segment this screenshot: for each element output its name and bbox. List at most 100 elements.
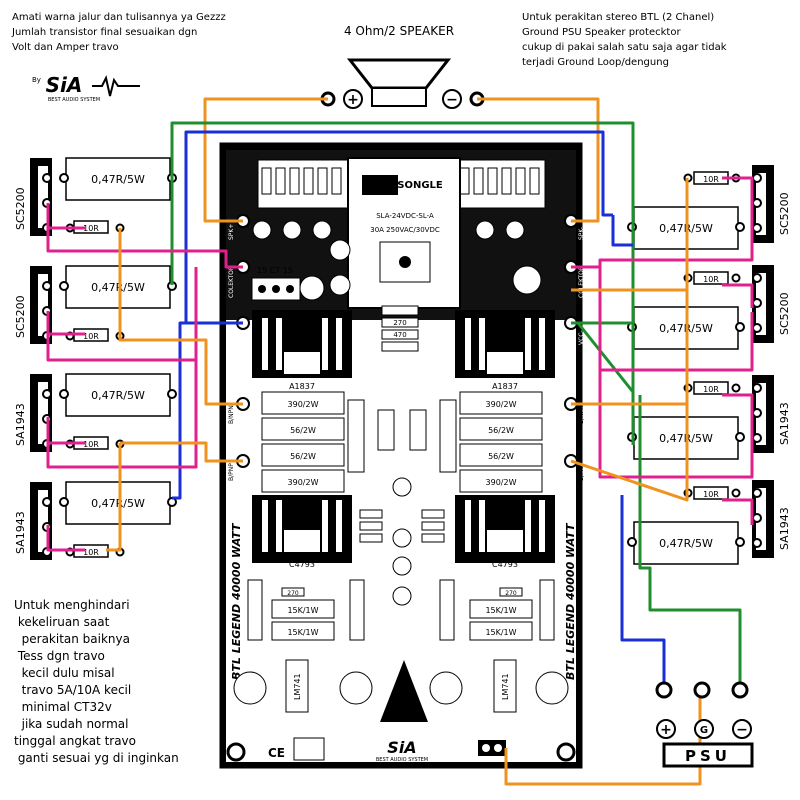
- left-module-4: SA1943 0,47R/5W 10R: [14, 481, 177, 560]
- wire-pink-right-7: [598, 370, 754, 479]
- res-270-top: 270: [393, 319, 406, 327]
- heatsink-bottom-left-label: C4793: [289, 560, 315, 569]
- res-15k-l2: 15K/1W: [287, 628, 318, 637]
- term-right-bnpn: B/NPN: [578, 405, 585, 424]
- res-15k-r2: 15K/1W: [485, 628, 516, 637]
- base-resistor: [693, 271, 729, 285]
- base-resistor-label: 10R: [703, 490, 719, 499]
- psu-ground-sign: G: [700, 725, 708, 736]
- res-390-r1: 390/2W: [486, 400, 517, 409]
- wire-green-left: [170, 121, 635, 445]
- right-transistor-label: SA1943: [778, 402, 791, 445]
- wire-blue-psu: [620, 495, 666, 688]
- wire-pink-right-1: [571, 197, 754, 269]
- speaker-symbol: 4 Ohm/2 SPEAKER + −: [320, 24, 485, 109]
- heatsink-top-right-label: A1837: [492, 382, 518, 391]
- term-left-bpnp: B/PNP: [228, 463, 235, 481]
- wire-pink-left-4: [46, 267, 198, 362]
- res-270-br: 270: [505, 590, 517, 597]
- speaker-plus-sign: +: [347, 92, 359, 108]
- pcb-board: SONGLE SLA-24VDC-SL-A 30A 250VAC/30VDC 1…: [219, 142, 585, 776]
- wire-orange-spk-minus: [477, 97, 600, 223]
- res-390-l2: 390/2W: [288, 478, 319, 487]
- wire-green-right-down: [638, 395, 742, 688]
- brand-logo: By SiA BEST AUDIO SYSTEM: [32, 73, 140, 103]
- ic-left-label: LM741: [293, 673, 302, 700]
- left-transistor-label: SA1943: [14, 403, 27, 446]
- right-transistor-label: SC5200: [778, 192, 791, 235]
- res-56-r2: 56/2W: [488, 452, 514, 461]
- wire-blue-right-down: [611, 215, 633, 247]
- psu-minus-sign: −: [736, 722, 748, 738]
- logo-subtitle: BEST AUDIO SYSTEM: [48, 97, 100, 103]
- base-resistor-label: 10R: [83, 548, 99, 557]
- wire-pink-right-3: [722, 283, 754, 308]
- speaker-minus-sign: −: [446, 92, 458, 108]
- right-transistor-label: SA1943: [778, 507, 791, 550]
- base-resistor: [693, 381, 729, 395]
- left-transistor-label: SC5200: [14, 187, 27, 230]
- wire-pink-right-4: [722, 393, 754, 418]
- wire-orange-right-base3: [570, 395, 689, 502]
- relay-rating: 30A 250VAC/30VDC: [370, 226, 440, 234]
- logo-by: By: [32, 76, 41, 84]
- base-resistor-label: 10R: [703, 275, 719, 284]
- res-15k-r1: 15K/1W: [485, 606, 516, 615]
- res-15k-l1: 15K/1W: [287, 606, 318, 615]
- res-470-top: 470: [393, 331, 406, 339]
- res-56-l1: 56/2W: [290, 426, 316, 435]
- wire-blue-top: [172, 321, 243, 500]
- power-resistor-label: 0,47R/5W: [91, 497, 145, 510]
- note-bottom-left: Untuk menghindari kekeliruan saat peraki…: [14, 598, 179, 765]
- left-transistor-label: SA1943: [14, 511, 27, 554]
- right-transistor-label: SC5200: [778, 292, 791, 335]
- board-title-left: BTL LEGEND 40000 WATT: [230, 522, 243, 680]
- wire-pink-right-6: [598, 267, 754, 372]
- left-module-1: SC5200 0,47R/5W 10R: [14, 157, 177, 236]
- wire-pink-right-2: [722, 176, 754, 197]
- res-56-r1: 56/2W: [488, 426, 514, 435]
- heatsink-bottom-right: C4793: [455, 495, 555, 569]
- base-resistor-label: 10R: [703, 385, 719, 394]
- board-logo: SiA BEST AUDIO SYSTEM: [376, 738, 428, 763]
- psu-terminal-ground: [693, 681, 711, 699]
- note-top-right: Untuk perakitan stereo BTL (2 Chanel) Gr…: [522, 12, 727, 68]
- board-logo-brand: SiA: [387, 738, 416, 757]
- term-left-bnpn: B/NPN: [228, 405, 235, 424]
- heatsink-top-right: A1837: [455, 310, 555, 391]
- term-right-spk: SPK-: [578, 227, 585, 240]
- base-resistor-label: 10R: [83, 224, 99, 233]
- note-top-left: Amati warna jalur dan tulisannya ya Gezz…: [12, 12, 226, 53]
- res-390-r2: 390/2W: [486, 478, 517, 487]
- wire-pink-left-2: [46, 228, 243, 269]
- relay: SONGLE SLA-24VDC-SL-A 30A 250VAC/30VDC: [347, 157, 461, 309]
- heatsink-top-left-label: A1837: [289, 382, 315, 391]
- res-390-l1: 390/2W: [288, 400, 319, 409]
- psu-block: + G − PSU: [655, 681, 754, 768]
- base-resistor-label: 10R: [703, 175, 719, 184]
- psu-label: PSU: [685, 747, 731, 765]
- power-resistor-label: 0,47R/5W: [659, 537, 713, 550]
- left-transistor-label: SC5200: [14, 295, 27, 338]
- input-label: INPUT: [299, 768, 321, 776]
- power-resistor-label: 0,47R/5W: [91, 173, 145, 186]
- right-transistor-modules: SC520010R0,47R/5WSC520010R0,47R/5WSA1943…: [627, 165, 791, 565]
- wire-pink-left-6: [46, 360, 198, 469]
- speaker-plus-terminal: [343, 89, 363, 109]
- wire-orange-left-base3: [120, 441, 243, 463]
- base-resistor-label: 10R: [83, 332, 99, 341]
- power-resistor-label: 0,47R/5W: [91, 281, 145, 294]
- res-270-bl: 270: [287, 590, 299, 597]
- term-left-vcc: VCC+: [228, 327, 235, 345]
- power-resistors-left: [261, 391, 345, 493]
- psu-terminal-minus: [731, 681, 749, 699]
- gnd-label: GND: [484, 768, 500, 776]
- wire-blue-right: [184, 130, 613, 323]
- wire-orange-left-base2: [106, 443, 122, 552]
- power-resistors-right: [459, 391, 543, 493]
